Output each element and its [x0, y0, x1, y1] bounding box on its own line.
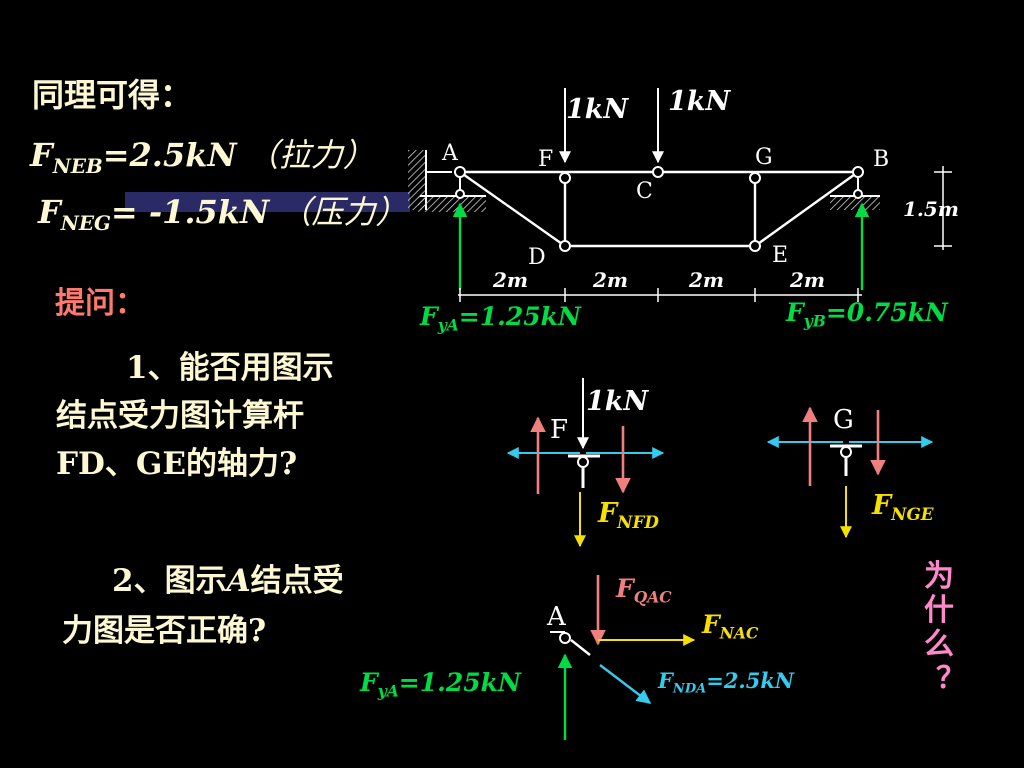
question-2-qmark: ? [248, 613, 267, 649]
question-2-line-1: 2、图示A结点受 [62, 556, 344, 606]
node-label-e: E [772, 243, 788, 268]
node-labels: A F C G B D E F G A [441, 141, 889, 632]
question-1-members: FD、GE [56, 446, 186, 482]
fnda-value: =2.5kN [706, 668, 795, 693]
span-label-3: 2m [688, 268, 724, 292]
fnac-symbol: F [702, 610, 720, 639]
span-label-2: 2m [592, 268, 628, 292]
fbd-f-load-label: 1kN [586, 386, 649, 417]
fbd-f-force-subscript: NFD [617, 511, 659, 532]
reaction-label-b: FyB=0.75kN [786, 298, 948, 331]
why-char-2: 什 [924, 593, 954, 628]
fqac-symbol: F [616, 574, 634, 603]
fbd-g [766, 406, 934, 539]
fbd-g-node-label: G [833, 405, 854, 435]
fbd-g-force-label: FNGE [872, 490, 934, 524]
fbd-a-node-label: A [546, 602, 567, 632]
why-char-4: ？ [936, 661, 966, 696]
fbd-g-force-subscript: NGE [891, 503, 934, 524]
fnac-subscript: NAC [719, 623, 759, 643]
feg-subscript: NEG [60, 210, 111, 235]
question-1-tail: 的轴力? [186, 446, 298, 482]
fbd-f [506, 378, 665, 548]
fbd-a-fqac-label: FQAC [616, 574, 672, 607]
fbd-a [550, 575, 696, 740]
fbd-f-force-symbol: F [598, 498, 618, 529]
feg-value: = -1.5kN [110, 193, 270, 231]
feb-symbol: F [30, 136, 53, 174]
span-label-1: 2m [492, 268, 528, 292]
feb-note: （拉力） [246, 136, 375, 174]
reaction-a-subscript: yA [437, 315, 459, 335]
feb-subscript: NEB [52, 153, 103, 178]
support-a [408, 150, 486, 212]
feg-symbol: F [38, 193, 61, 231]
span-labels: 2m 2m 2m 2m 1.5m [492, 197, 959, 292]
question-2-line-2-text: 力图是否正确 [62, 613, 248, 649]
truss [459, 170, 859, 248]
question-1: 1、能否用图示 结点受力图计算杆 FD、GE的轴力? [56, 344, 334, 488]
highlight-band [125, 192, 410, 212]
fbd-f-node-label: F [550, 415, 568, 445]
node-label-c: C [636, 179, 653, 204]
span-dimension [458, 288, 862, 302]
feg-equation: FNEG= -1.5kN （压力） [38, 187, 407, 233]
question-2-prefix: 2、图示 [112, 563, 227, 599]
fnda-subscript: NDA [672, 681, 707, 697]
node-label-d: D [528, 245, 546, 270]
question-1-line-2: 结点受力图计算杆 [56, 398, 304, 434]
truss-joints [559, 166, 864, 252]
reaction-label-a: FyA=1.25kN [420, 302, 581, 335]
span-label-4: 2m [789, 268, 825, 292]
feb-value: =2.5kN [102, 136, 237, 174]
why-char-1: 为 [924, 559, 954, 594]
question-1-line-3: FD、GE的轴力? [56, 440, 334, 488]
fbd-a-fnda-label: FNDA=2.5kN [658, 668, 795, 696]
reaction-a-value: =1.25kN [458, 302, 581, 331]
reaction-b-subscript: yB [803, 311, 826, 331]
height-dimension [934, 166, 952, 250]
support-b [830, 178, 880, 210]
node-label-a: A [441, 141, 459, 166]
question-1-line-1: 1、能否用图示 [126, 350, 334, 386]
feb-equation: FNEB=2.5kN （拉力） [30, 130, 375, 176]
fbd-a-fya-value: =1.25kN [398, 668, 521, 697]
reaction-a-symbol: F [420, 302, 438, 331]
member-eb [754, 171, 859, 247]
fnda-symbol: F [658, 668, 673, 693]
question-2: 2、图示A结点受 力图是否正确? [62, 556, 344, 656]
fbd-f-force-label: FNFD [598, 498, 659, 532]
reaction-b-value: =0.75kN [825, 298, 948, 327]
fbd-a-fnac-label: FNAC [702, 610, 759, 643]
node-label-g: G [755, 145, 773, 170]
node-label-b: B [873, 147, 889, 172]
fbd-a-fya-subscript: yA [377, 681, 399, 701]
height-label: 1.5m [903, 197, 959, 221]
reaction-b-symbol: F [786, 298, 804, 327]
why-char-3: 么 [924, 627, 954, 662]
fbd-a-fya-label: FyA=1.25kN [360, 668, 521, 701]
fqac-subscript: QAC [633, 587, 672, 607]
feg-note: （压力） [279, 193, 408, 231]
heading: 同理可得： [32, 76, 193, 114]
load-label-c: 1kN [668, 86, 731, 117]
why-vertical-text: 为 什 么 ？ [924, 560, 966, 696]
fbd-a-fya-symbol: F [360, 668, 378, 697]
question-heading: 提问： [55, 286, 145, 321]
question-2-node: A [226, 563, 251, 599]
load-label-f: 1kN [566, 94, 629, 125]
member-ad [459, 171, 566, 247]
node-label-f: F [538, 147, 553, 172]
fbd-g-force-symbol: F [872, 490, 892, 521]
question-2-suffix: 结点受 [250, 563, 344, 599]
question-2-line-2: 力图是否正确? [62, 606, 344, 656]
